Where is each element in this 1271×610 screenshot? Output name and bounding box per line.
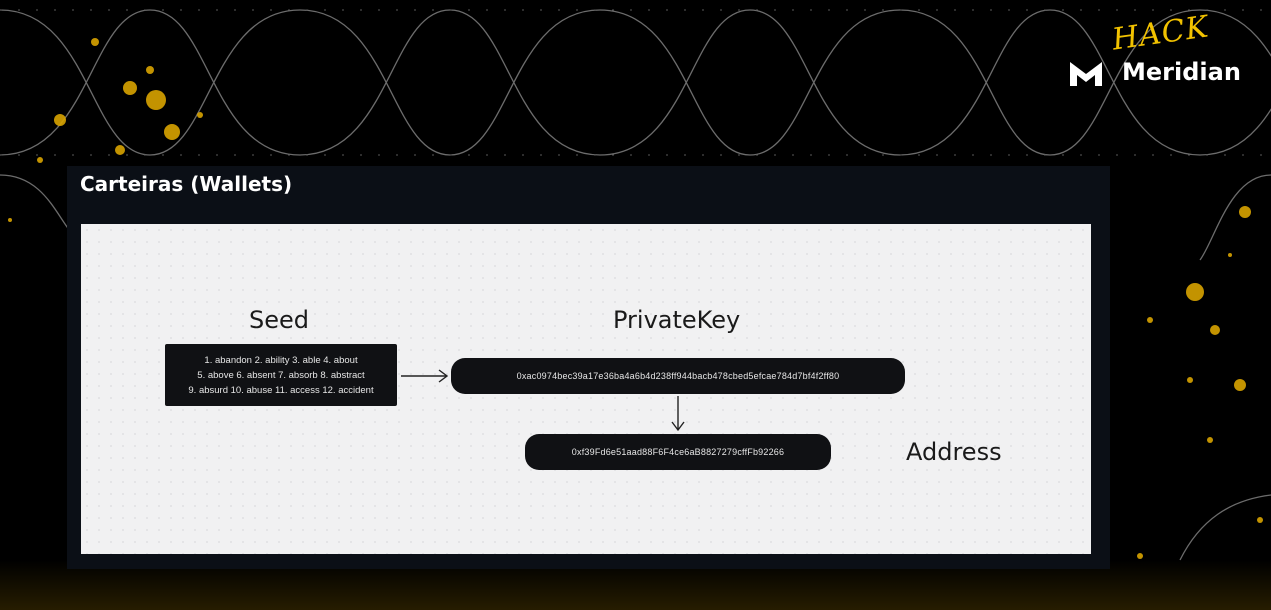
seed-words-line: 9. absurd 10. abuse 11. access 12. accid… — [188, 384, 374, 396]
private-key-label: PrivateKey — [613, 306, 741, 334]
seed-words-line: 5. above 6. absent 7. absorb 8. abstract — [197, 369, 365, 381]
slide-panel: Carteiras (Wallets) Seed PrivateKey Addr… — [67, 166, 1110, 569]
hack-meridian-logo: HACK Meridian — [1068, 9, 1258, 94]
meridian-logo-icon — [1070, 62, 1102, 86]
private-key-pill: 0xac0974bec39a17e36ba4a6b4d238ff944bacb4… — [451, 358, 905, 394]
seed-to-private-key-arrow — [401, 369, 449, 383]
slide-title: Carteiras (Wallets) — [80, 172, 293, 196]
seed-words-line: 1. abandon 2. ability 3. able 4. about — [204, 354, 358, 366]
logo-hack-text: HACK — [1110, 9, 1212, 58]
logo-meridian-text: Meridian — [1122, 58, 1241, 86]
seed-phrase-box: 1. abandon 2. ability 3. able 4. about 5… — [165, 344, 397, 406]
seed-label: Seed — [249, 306, 309, 334]
flow-arrows — [401, 369, 685, 432]
address-pill: 0xf39Fd6e51aad88F6F4ce6aB8827279cffFb922… — [525, 434, 831, 470]
address-label: Address — [906, 438, 1002, 466]
private-key-to-address-arrow — [671, 396, 685, 432]
diagram-canvas: Seed PrivateKey Address 1. abandon 2. ab… — [81, 224, 1091, 554]
